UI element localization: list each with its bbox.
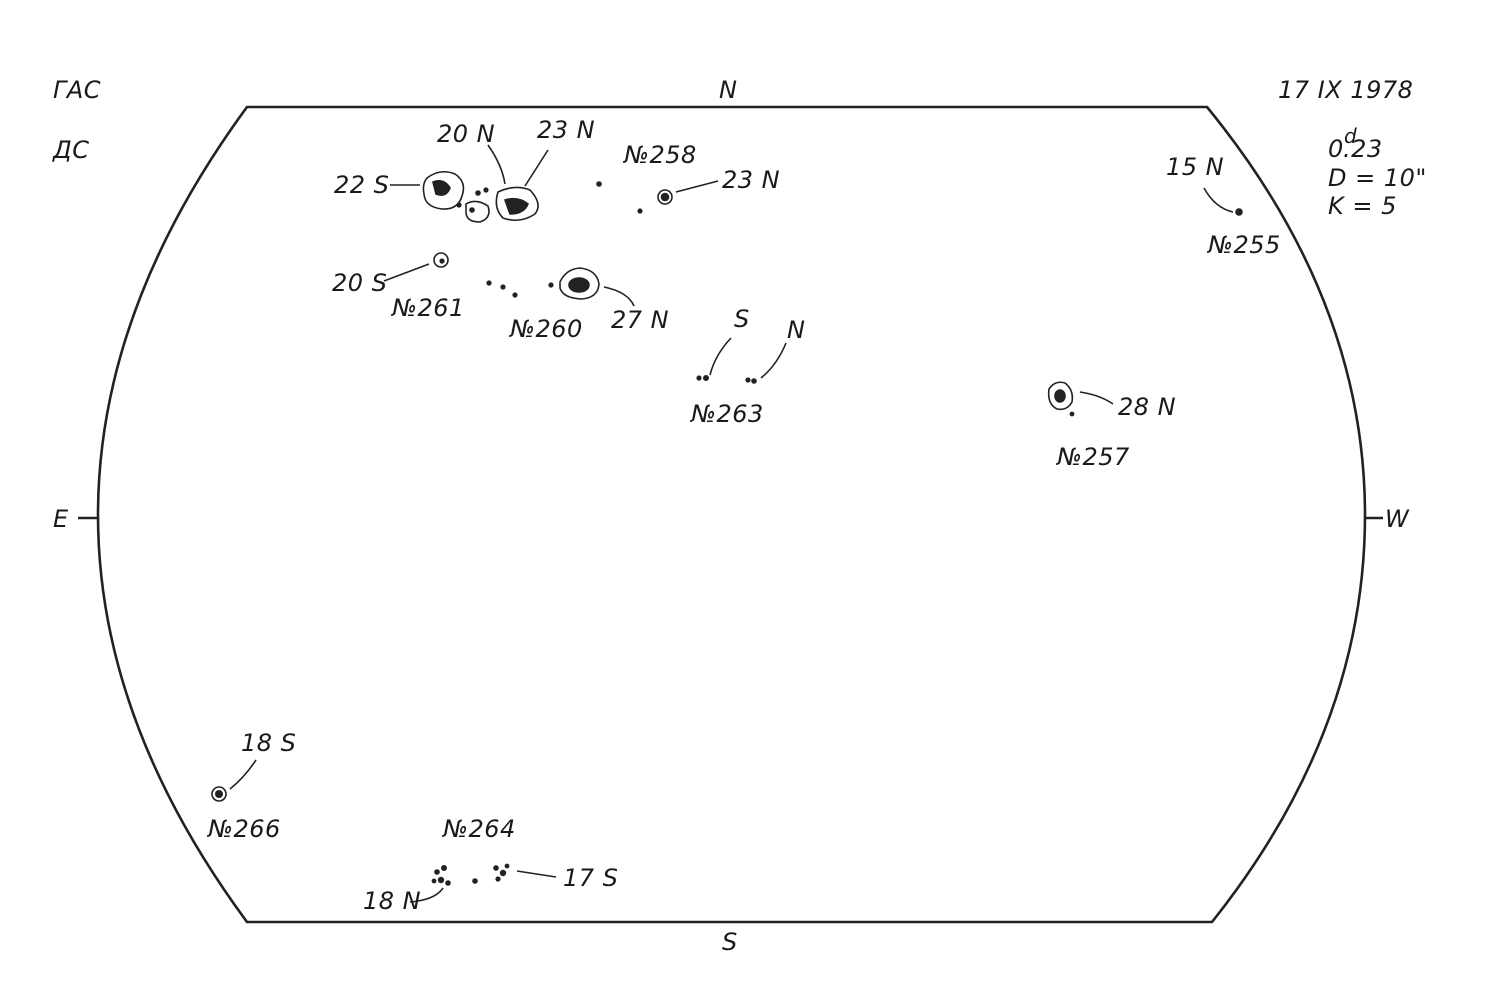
time-zero: 0	[1328, 135, 1344, 163]
region-266-lat: 18 S	[241, 729, 297, 757]
region-263-lat-s: S	[734, 305, 750, 333]
region-260-lat: 27 N	[611, 306, 670, 334]
sunspot-261	[383, 252, 449, 282]
sunspot-260	[486, 267, 635, 307]
region-255-label: №255	[1208, 231, 1281, 259]
aperture-label: D = 10"	[1328, 164, 1427, 192]
region-257-lat: 28 N	[1118, 393, 1177, 421]
region-258-lat: 23 N	[722, 166, 781, 194]
region-261-lat: 20 S	[332, 269, 388, 297]
observatory-label: ГАС	[53, 76, 102, 104]
k-index-label: K = 5	[1328, 192, 1397, 220]
drawing-code-label: ДС	[53, 136, 90, 164]
region-255-lat: 15 N	[1166, 153, 1225, 181]
group-top-lat-20n: 20 N	[437, 120, 496, 148]
sunspot-257	[1047, 381, 1114, 417]
region-257-label: №257	[1057, 443, 1130, 471]
time-label: 0 d .23	[1328, 124, 1428, 166]
region-264-lat-18n: 18 N	[363, 887, 422, 915]
time-superscript: d	[1344, 124, 1357, 148]
date-label: 17 IX 1978	[1278, 76, 1414, 104]
sunspot-266	[211, 759, 257, 802]
north-label: N	[719, 76, 738, 104]
sunspot-258	[596, 180, 719, 214]
group-top-lat-22s: 22 S	[334, 171, 390, 199]
sunspot-255	[1203, 187, 1243, 216]
region-263-lat-n: N	[787, 316, 806, 344]
disk-outline	[96, 105, 1367, 924]
sunspot-group-top	[390, 144, 549, 223]
sunspot-263	[696, 337, 787, 384]
region-266-label: №266	[208, 815, 281, 843]
time-fraction: .23	[1343, 135, 1383, 163]
east-label: E	[53, 505, 69, 533]
group-top-lat-23n: 23 N	[537, 116, 596, 144]
west-label: W	[1385, 505, 1410, 533]
region-264-lat-17s: 17 S	[563, 864, 619, 892]
south-label: S	[722, 928, 738, 956]
region-260-label: №260	[510, 315, 583, 343]
region-263-label: №263	[691, 400, 764, 428]
sunspot-264	[409, 863, 557, 903]
region-258-label: №258	[624, 141, 697, 169]
region-261-label: №261	[392, 294, 465, 322]
region-264-label: №264	[443, 815, 516, 843]
